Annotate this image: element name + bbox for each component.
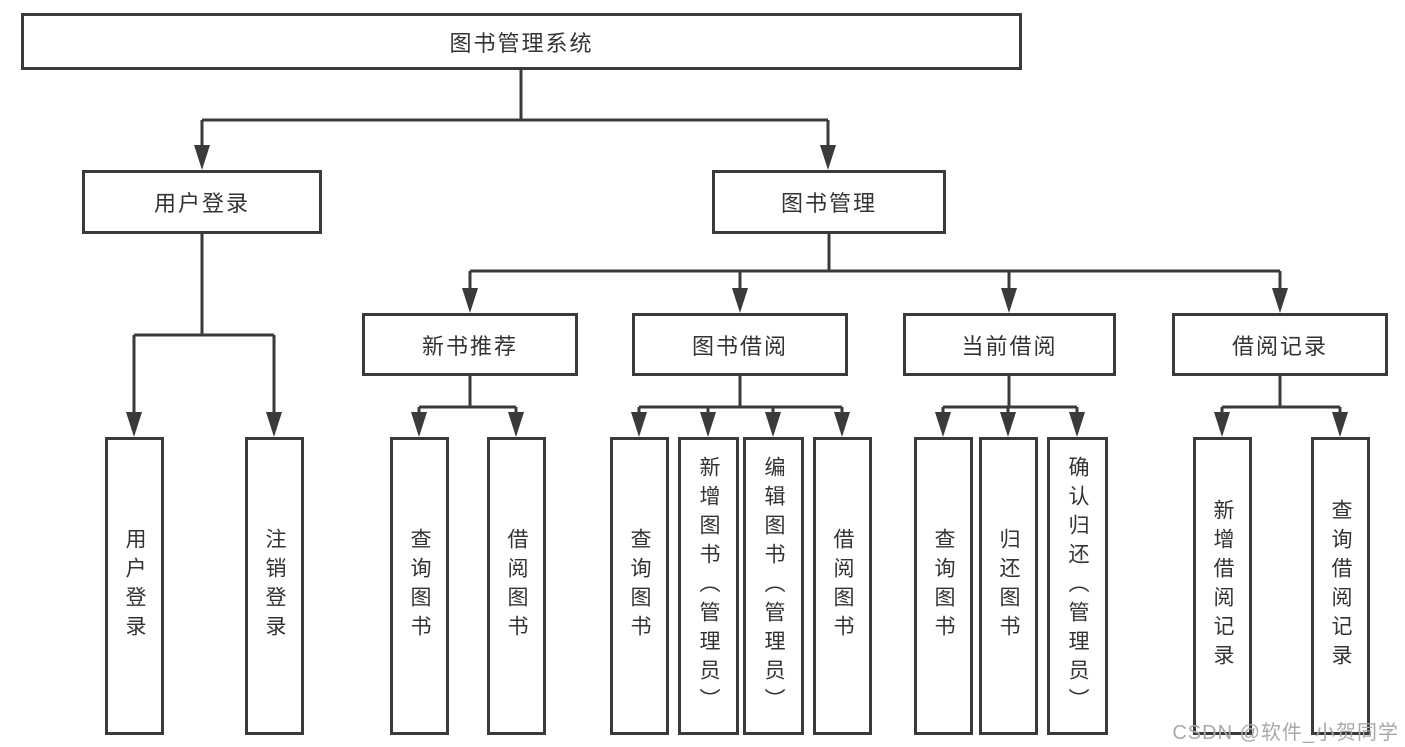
node-book-management: 图书管理 [712,170,946,234]
leaf-label: 编辑图书（管理员） [762,455,785,717]
leaf-label: 查询借阅记录 [1329,499,1352,673]
node-new-book-recommendation: 新书推荐 [362,313,578,376]
leaf-label: 新增图书（管理员） [697,455,720,717]
edge-borrow-records-to-leaves [1214,376,1348,437]
leaf-label: 查询图书 [628,528,651,644]
leaf-confirm-return-admin: 确认归还（管理员） [1047,437,1108,735]
leaf-label: 查询图书 [408,528,431,644]
edge-book-borrow-to-leaves [631,376,850,437]
leaf-label: 注销登录 [263,528,286,644]
leaf-borrow-books-recommend: 借阅图书 [487,437,546,735]
leaf-label: 用户登录 [123,528,146,644]
leaf-label: 查询图书 [932,528,955,644]
edge-book-mgmt-to-level3 [462,234,1288,313]
node-root-library-system: 图书管理系统 [21,13,1022,70]
leaf-add-borrow-record: 新增借阅记录 [1193,437,1252,735]
leaf-borrow-books: 借阅图书 [813,437,872,735]
node-user-login: 用户登录 [82,170,322,234]
leaf-query-borrow-record: 查询借阅记录 [1311,437,1370,735]
node-borrowing-records: 借阅记录 [1172,313,1388,376]
node-current-borrowing: 当前借阅 [903,313,1116,376]
csdn-watermark: CSDN @软件_小贺同学 [1172,722,1399,744]
edge-root-to-level2 [194,70,836,170]
leaf-label: 借阅图书 [831,528,854,644]
leaf-user-login: 用户登录 [105,437,164,735]
leaf-add-book-admin: 新增图书（管理员） [678,437,739,735]
leaf-label: 确认归还（管理员） [1066,455,1089,717]
edge-user-login-to-leaves [126,234,282,437]
node-book-borrowing: 图书借阅 [632,313,848,376]
edge-new-book-rec-to-leaves [411,376,524,437]
leaf-query-books-borrow: 查询图书 [610,437,669,735]
leaf-label: 新增借阅记录 [1211,499,1234,673]
leaf-edit-book-admin: 编辑图书（管理员） [743,437,804,735]
leaf-label: 归还图书 [997,528,1020,644]
leaf-logout: 注销登录 [245,437,304,735]
leaf-label: 借阅图书 [505,528,528,644]
leaf-return-book: 归还图书 [979,437,1038,735]
edge-current-borrow-to-leaves [935,376,1085,437]
leaf-query-books-current: 查询图书 [914,437,973,735]
leaf-query-books-recommend: 查询图书 [390,437,449,735]
